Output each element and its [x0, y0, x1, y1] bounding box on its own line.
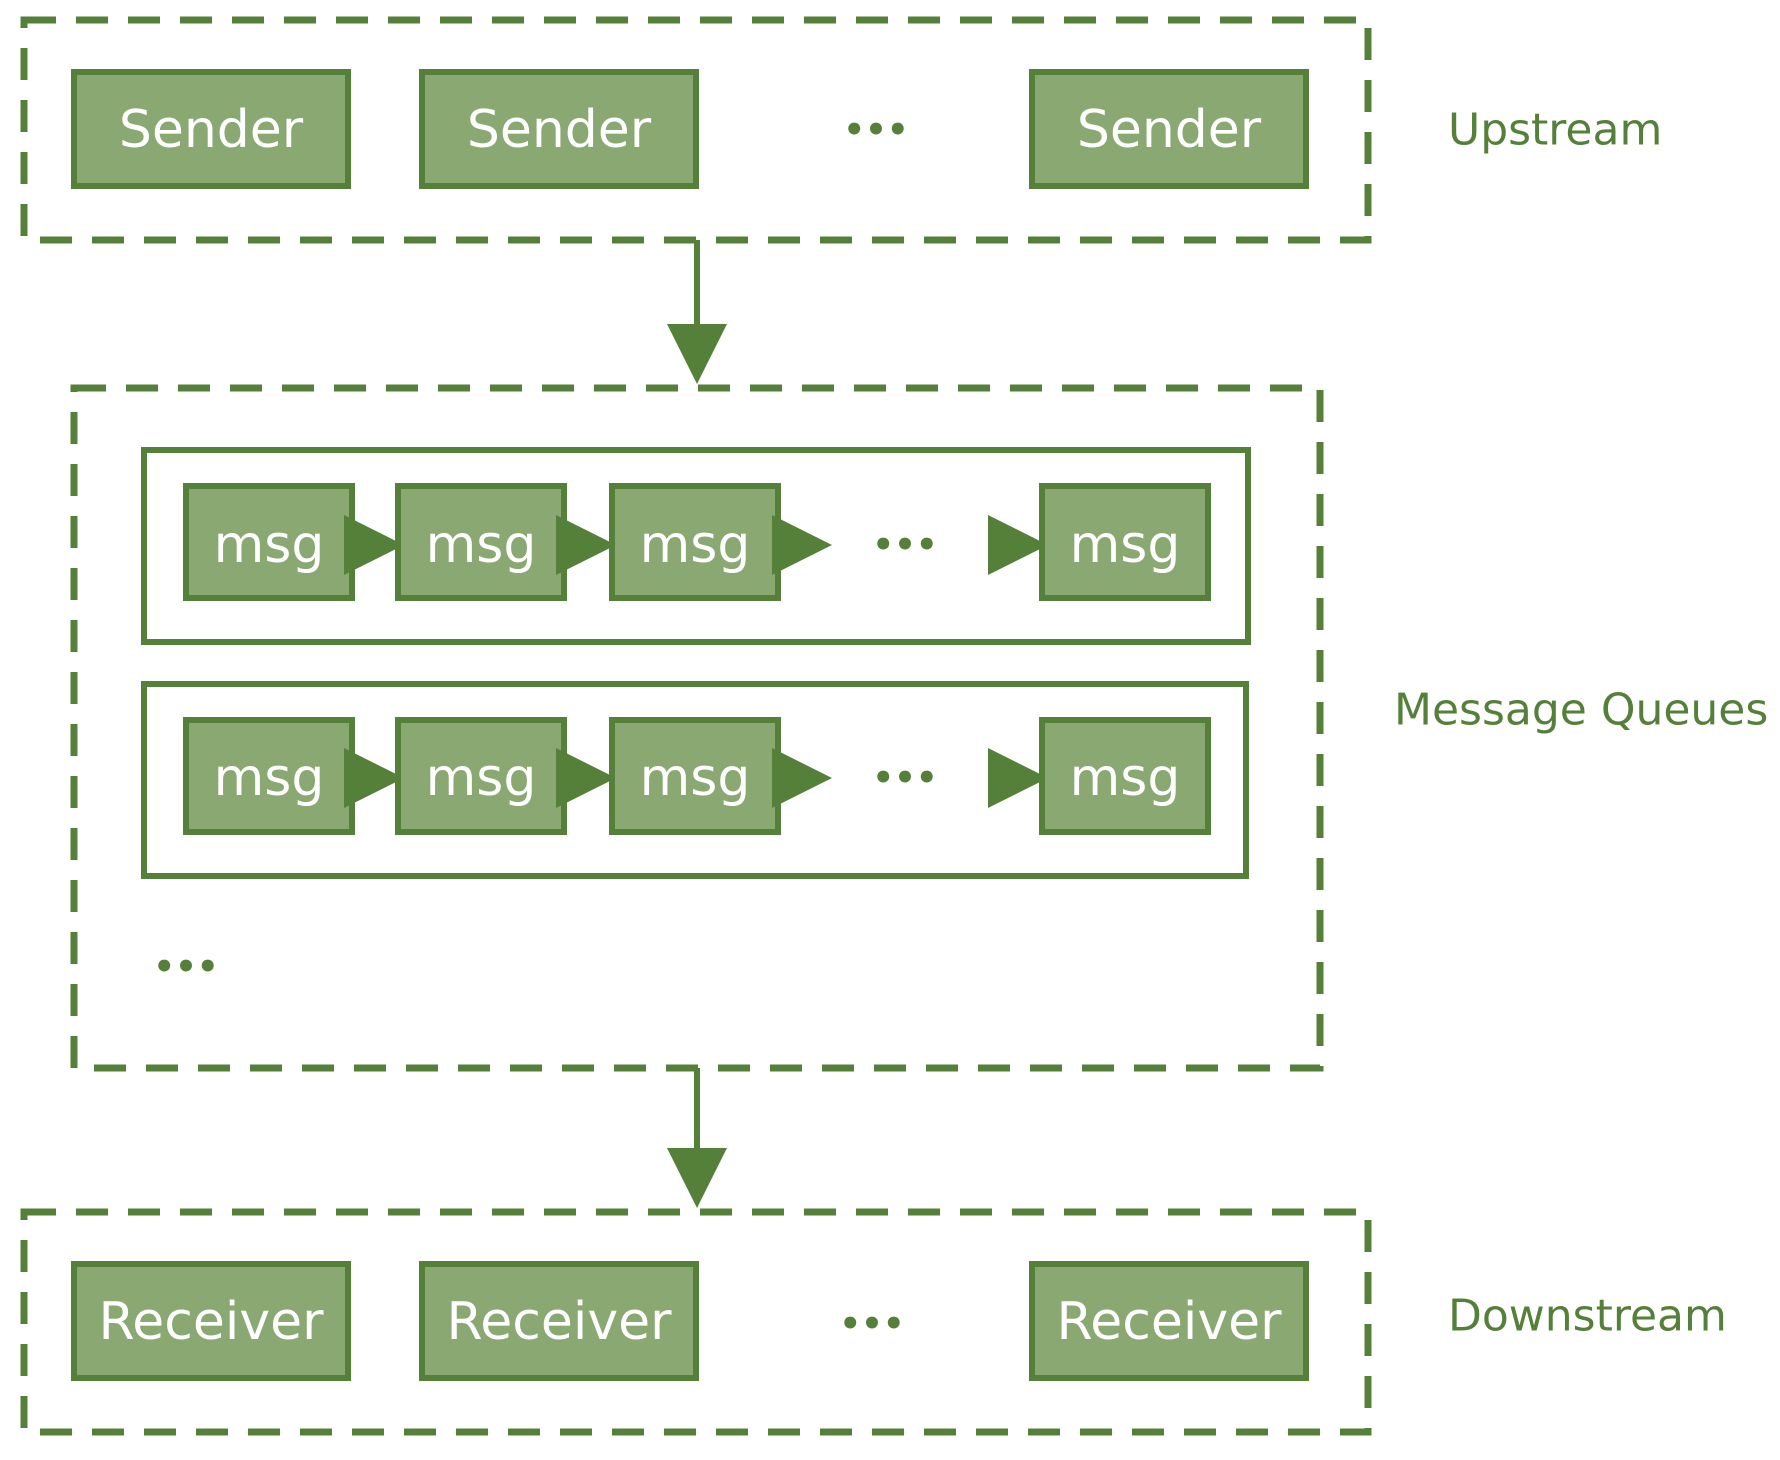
queues-group: msg msg msg ••• msg: [70, 384, 1324, 1072]
queue-row-1: msg msg msg ••• msg: [141, 447, 1251, 645]
queues-more-ellipsis: •••: [153, 947, 218, 987]
upstream-node-label: Sender: [1077, 100, 1262, 160]
message-box: msg: [395, 717, 567, 835]
queue-ellipsis: •••: [872, 758, 937, 798]
message-box: msg: [1039, 717, 1211, 835]
downstream-node-label: Receiver: [1057, 1292, 1283, 1352]
message-box: msg: [609, 717, 781, 835]
message-box: msg: [183, 717, 355, 835]
downstream-node-2: Receiver: [419, 1261, 699, 1381]
queue-row-border: [141, 447, 1251, 645]
message-box: msg: [183, 483, 355, 601]
upstream-group: Sender Sender ••• Sender: [20, 16, 1372, 244]
upstream-node-label: Sender: [119, 100, 304, 160]
message-box: msg: [1039, 483, 1211, 601]
queue-ellipsis: •••: [872, 525, 937, 565]
message-label: msg: [214, 515, 325, 575]
upstream-node-1: Sender: [71, 69, 351, 189]
upstream-node-label: Sender: [467, 100, 652, 160]
message-label: msg: [1070, 515, 1181, 575]
downstream-group: Receiver Receiver ••• Receiver: [20, 1208, 1372, 1436]
message-label: msg: [640, 515, 751, 575]
downstream-dashed-border: [20, 1208, 1372, 1436]
queue-row-2: msg msg msg ••• msg: [141, 681, 1249, 879]
message-box: msg: [395, 483, 567, 601]
upstream-ellipsis: •••: [843, 110, 908, 150]
downstream-ellipsis: •••: [839, 1304, 904, 1344]
message-label: msg: [426, 515, 537, 575]
downstream-node-label: Receiver: [447, 1292, 673, 1352]
downstream-label: Downstream: [1448, 1291, 1727, 1342]
message-label: msg: [214, 748, 325, 808]
upstream-label: Upstream: [1448, 105, 1662, 156]
upstream-node-2: Sender: [419, 69, 699, 189]
message-queues-label: Message Queues: [1394, 685, 1768, 736]
message-label: msg: [1070, 748, 1181, 808]
downstream-node-1: Receiver: [71, 1261, 351, 1381]
queue-row-border: [141, 681, 1249, 879]
downstream-node-label: Receiver: [99, 1292, 325, 1352]
message-label: msg: [640, 748, 751, 808]
message-label: msg: [426, 748, 537, 808]
downstream-node-3: Receiver: [1029, 1261, 1309, 1381]
message-box: msg: [609, 483, 781, 601]
upstream-node-3: Sender: [1029, 69, 1309, 189]
